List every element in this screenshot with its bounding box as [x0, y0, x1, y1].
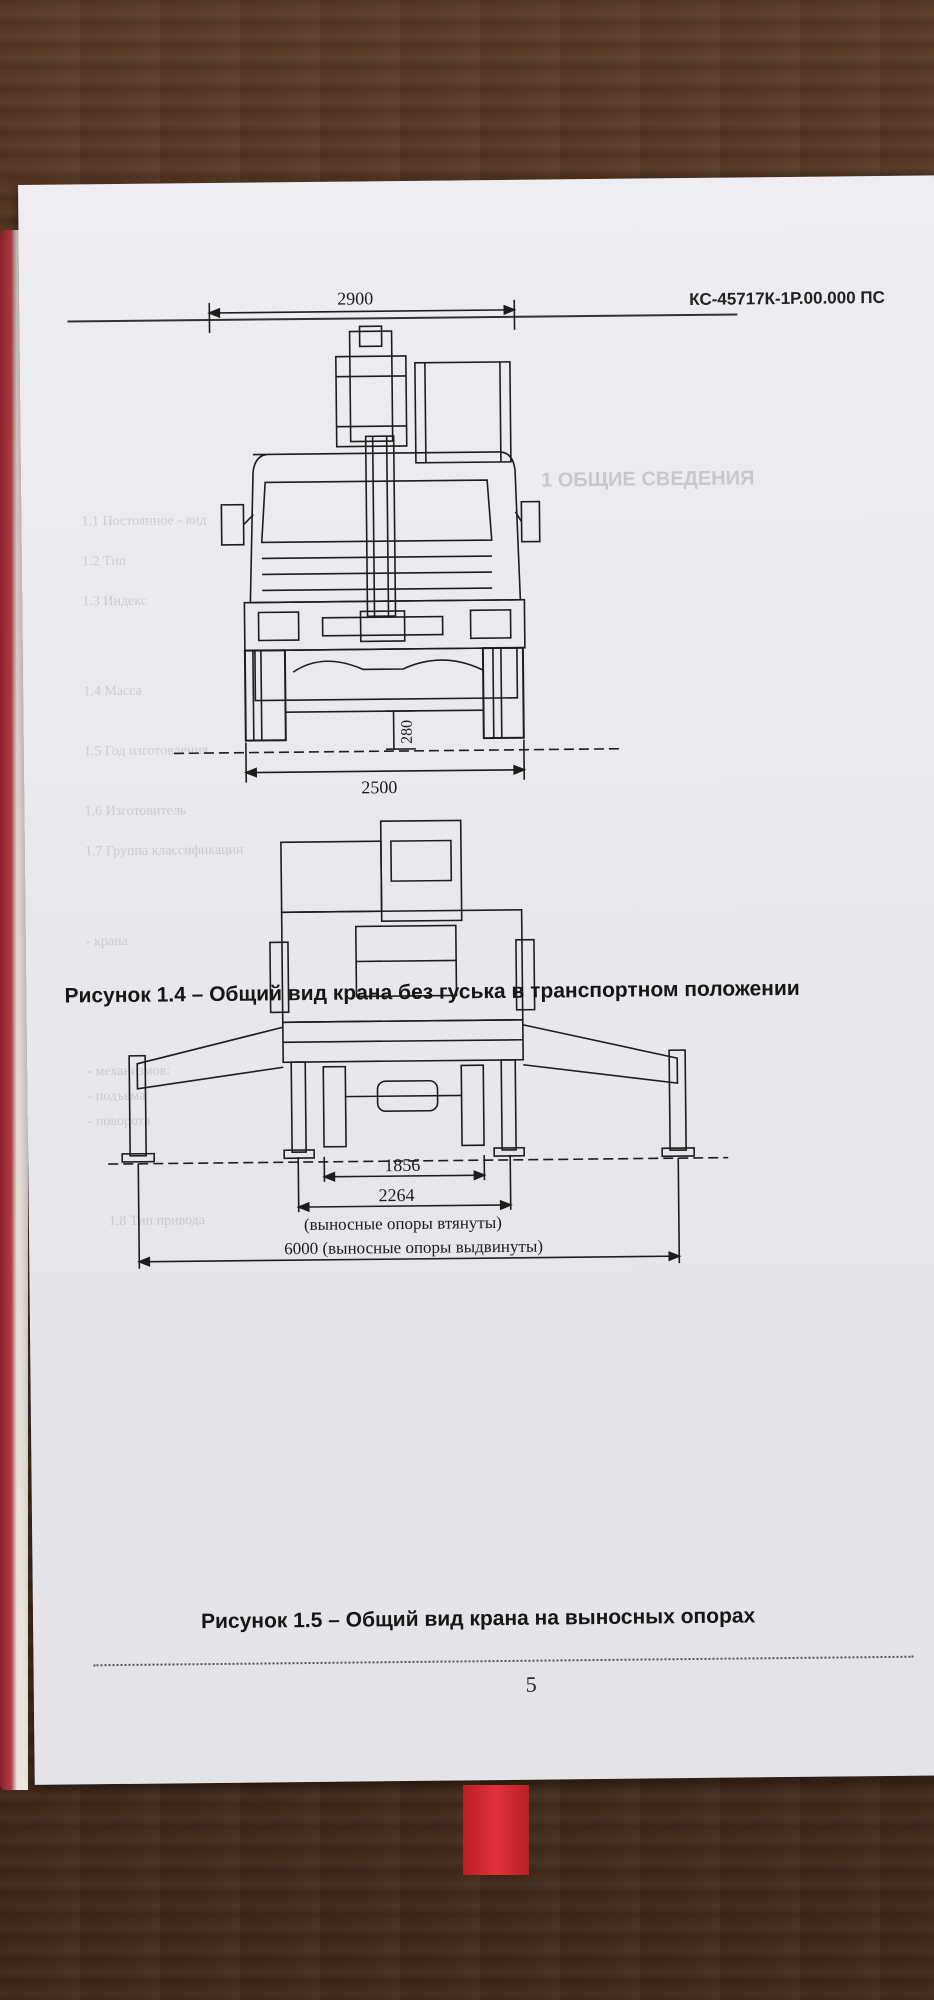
dim-track-width: 2500 — [361, 777, 397, 797]
figure-1-4-drawing: 2900 2500 280 1856 2264 (выносные опоры … — [108, 288, 729, 1269]
dim-retracted: 2264 — [378, 1185, 414, 1205]
dim-retracted-note: (выносные опоры втянуты) — [304, 1213, 502, 1234]
page-number: 5 — [525, 1671, 537, 1697]
document-page: КС-45717К-1Р.00.000 ПС 1 ОБЩИЕ СВЕДЕНИЯ … — [18, 175, 934, 1785]
dim-overall-width: 2900 — [337, 288, 373, 308]
bookmark-ribbon — [463, 1785, 529, 1875]
dim-inner: 1856 — [384, 1155, 420, 1175]
dim-extended: 6000 (выносные опоры выдвинуты) — [284, 1237, 543, 1259]
dim-ground-clearance: 280 — [399, 720, 416, 744]
